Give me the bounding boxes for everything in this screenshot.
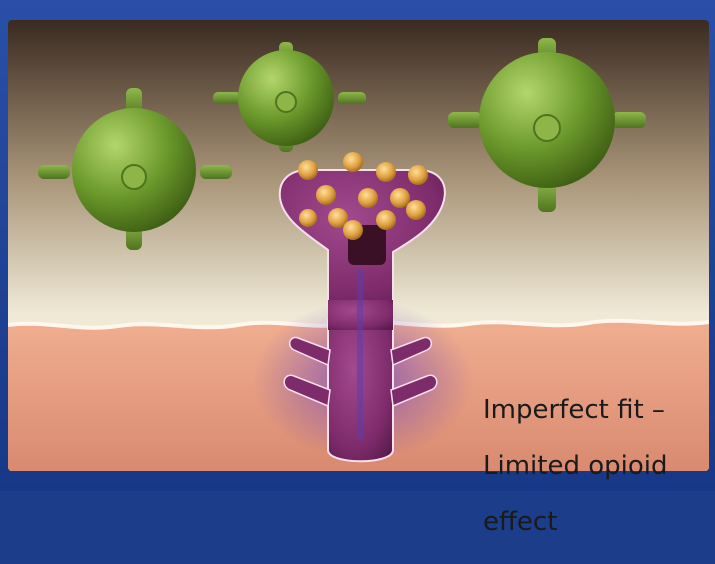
caption-line-3: effect: [483, 508, 709, 536]
fit-caption: Imperfect fit – Limited opioid effect: [483, 368, 709, 564]
caption-line-2: Limited opioid: [483, 452, 709, 480]
slide-frame: Imperfect fit – Limited opioid effect: [0, 0, 715, 491]
caption-line-1: Imperfect fit –: [483, 396, 709, 424]
